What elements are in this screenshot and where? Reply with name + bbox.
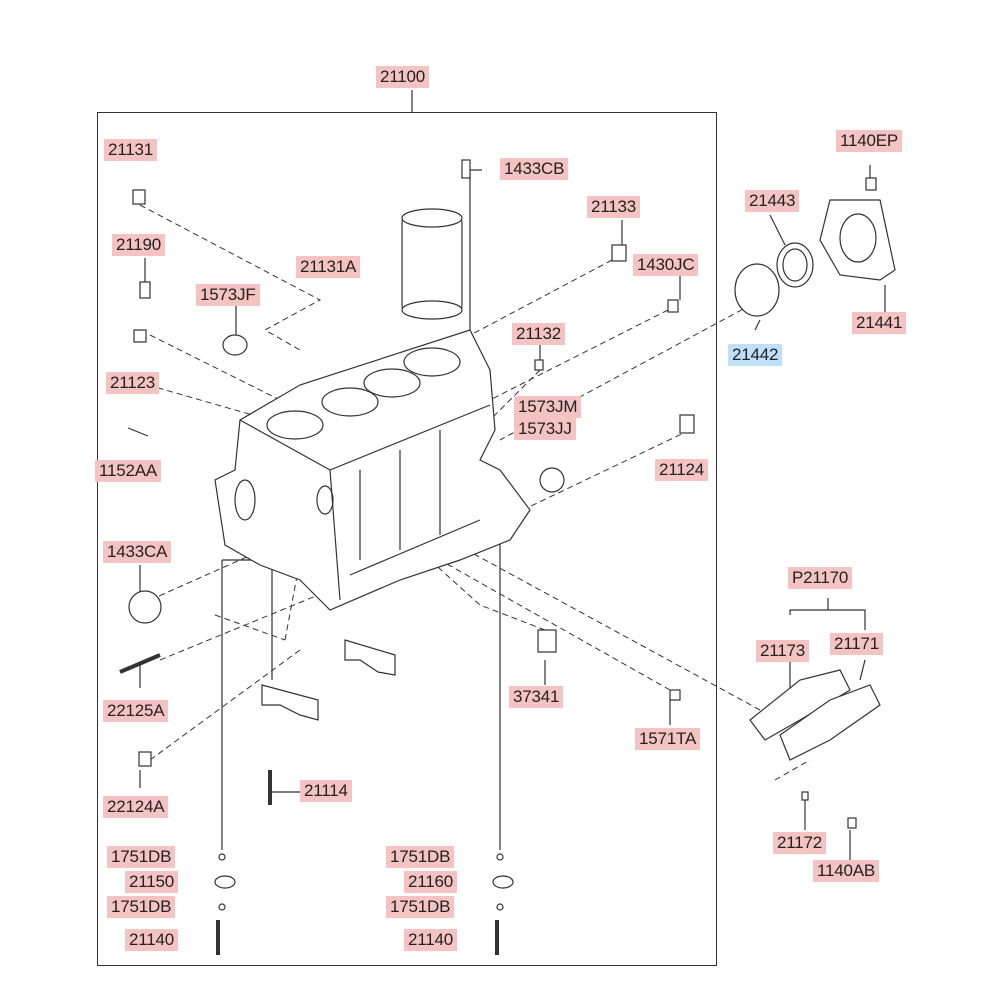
label-1140AB: 1140AB — [813, 860, 880, 882]
engine-block-frame — [97, 112, 717, 966]
label-21442[interactable]: 21442 — [728, 344, 783, 366]
label-22124A: 22124A — [103, 796, 169, 818]
label-21140-b: 21140 — [404, 929, 458, 951]
label-21190: 21190 — [112, 234, 166, 256]
label-21100: 21100 — [376, 66, 430, 88]
label-21131: 21131 — [104, 139, 158, 161]
label-1433CA: 1433CA — [103, 541, 172, 563]
label-21150: 21150 — [125, 871, 179, 893]
label-P21170: P21170 — [788, 567, 853, 589]
label-21160: 21160 — [404, 871, 458, 893]
label-1433CB: 1433CB — [500, 158, 569, 180]
label-1152AA: 1152AA — [95, 460, 162, 482]
label-21140-a: 21140 — [125, 929, 179, 951]
label-21441: 21441 — [852, 312, 907, 334]
label-37341: 37341 — [509, 686, 564, 708]
label-1430JC: 1430JC — [633, 254, 699, 276]
label-21173: 21173 — [756, 640, 810, 662]
label-1751DB-a: 1751DB — [107, 846, 176, 868]
label-1751DB-b: 1751DB — [107, 896, 176, 918]
label-21132: 21132 — [512, 323, 566, 345]
label-1571TA: 1571TA — [635, 728, 701, 750]
label-1573JM: 1573JM — [514, 396, 582, 418]
label-1751DB-d: 1751DB — [386, 896, 455, 918]
label-21131A: 21131A — [296, 256, 361, 278]
label-21114: 21114 — [300, 780, 352, 802]
label-21124: 21124 — [655, 459, 709, 481]
label-21172: 21172 — [773, 832, 827, 854]
label-21123: 21123 — [106, 372, 160, 394]
label-21443: 21443 — [745, 190, 800, 212]
label-1140EP: 1140EP — [836, 130, 903, 152]
label-22125A: 22125A — [103, 700, 169, 722]
label-1573JJ: 1573JJ — [514, 418, 576, 440]
label-1751DB-c: 1751DB — [386, 846, 455, 868]
label-21133: 21133 — [587, 196, 641, 218]
label-21171: 21171 — [830, 633, 884, 655]
label-1573JF: 1573JF — [196, 284, 260, 306]
